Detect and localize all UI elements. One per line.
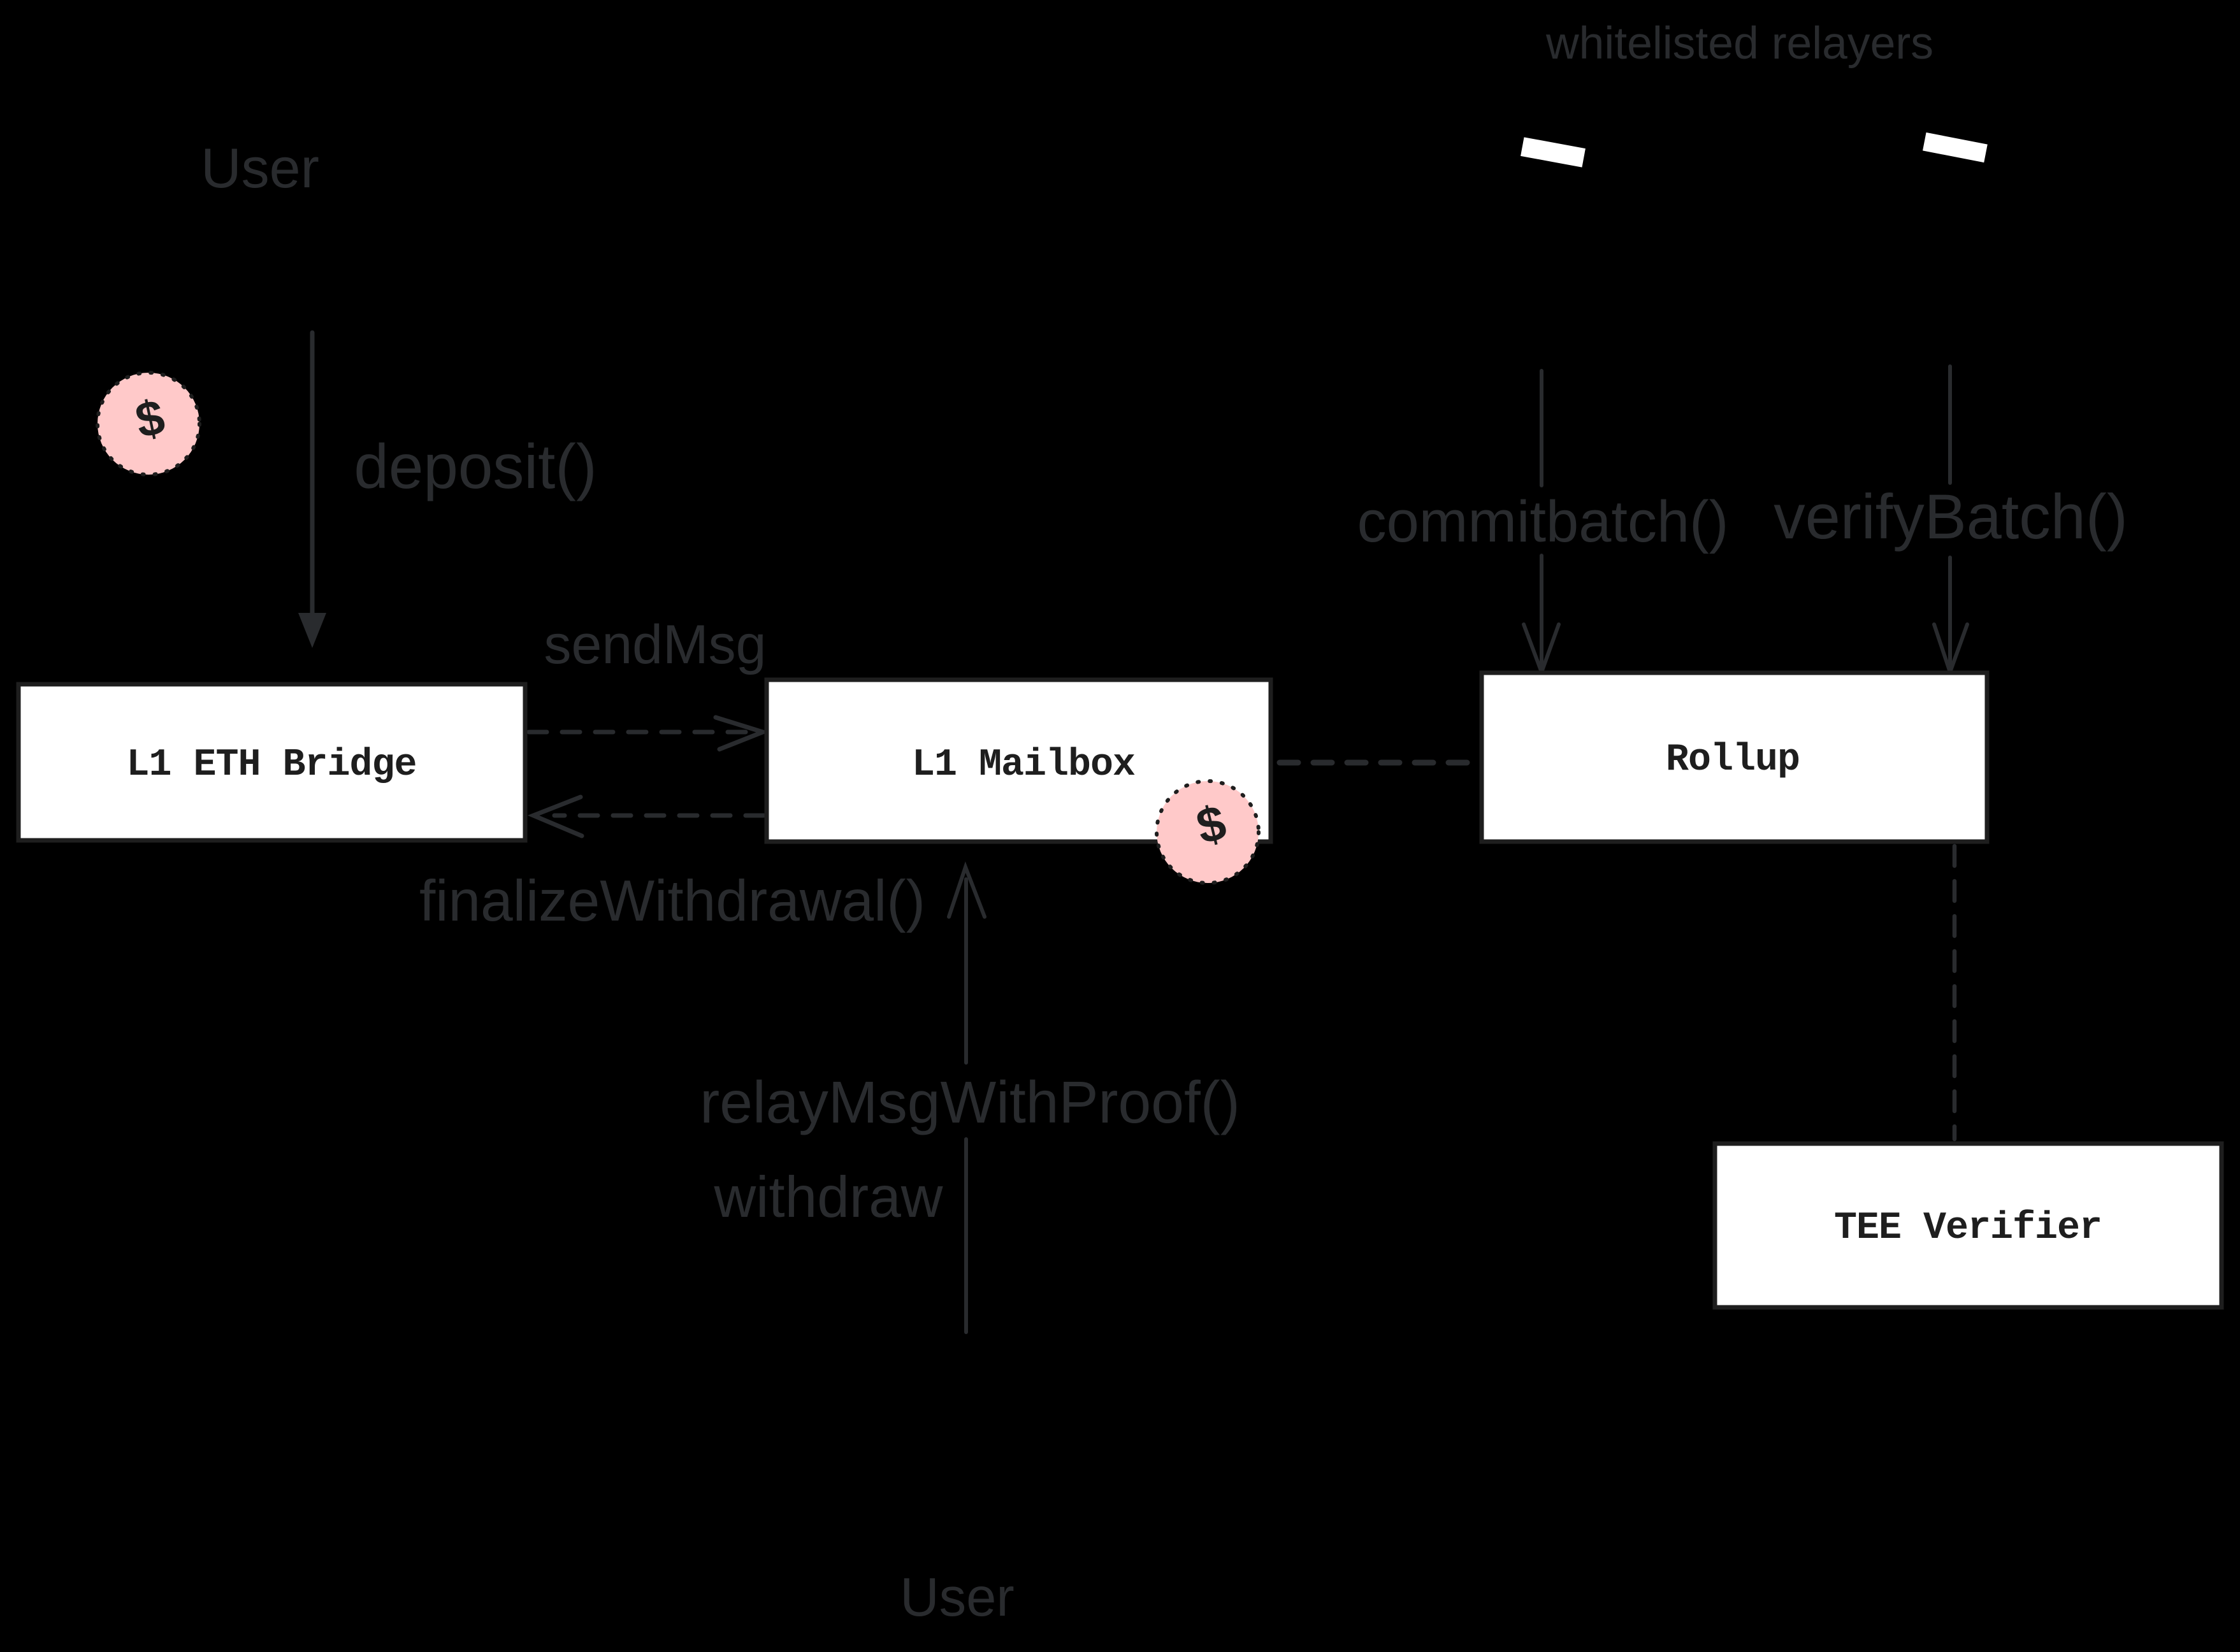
- svg-text:verifyBatch(): verifyBatch(): [1774, 481, 2128, 552]
- svg-text:TEE Verifier: TEE Verifier: [1834, 1207, 2102, 1250]
- svg-text:L1 Mailbox: L1 Mailbox: [912, 743, 1135, 787]
- svg-text:whitelisted relayers: whitelisted relayers: [1545, 18, 1933, 69]
- svg-text:sendMsg: sendMsg: [544, 614, 767, 675]
- svg-text:deposit(): deposit(): [354, 431, 596, 501]
- svg-text:User: User: [201, 136, 319, 199]
- svg-text:User: User: [900, 1567, 1014, 1628]
- svg-text:L1 ETH Bridge: L1 ETH Bridge: [126, 743, 416, 787]
- svg-text:withdraw: withdraw: [713, 1165, 943, 1230]
- svg-text:commitbatch(): commitbatch(): [1357, 489, 1729, 554]
- svg-text:relayMsgWithProof(): relayMsgWithProof(): [700, 1069, 1240, 1135]
- svg-text:finalizeWithdrawal(): finalizeWithdrawal(): [419, 869, 925, 933]
- svg-text:Rollup: Rollup: [1666, 738, 1800, 782]
